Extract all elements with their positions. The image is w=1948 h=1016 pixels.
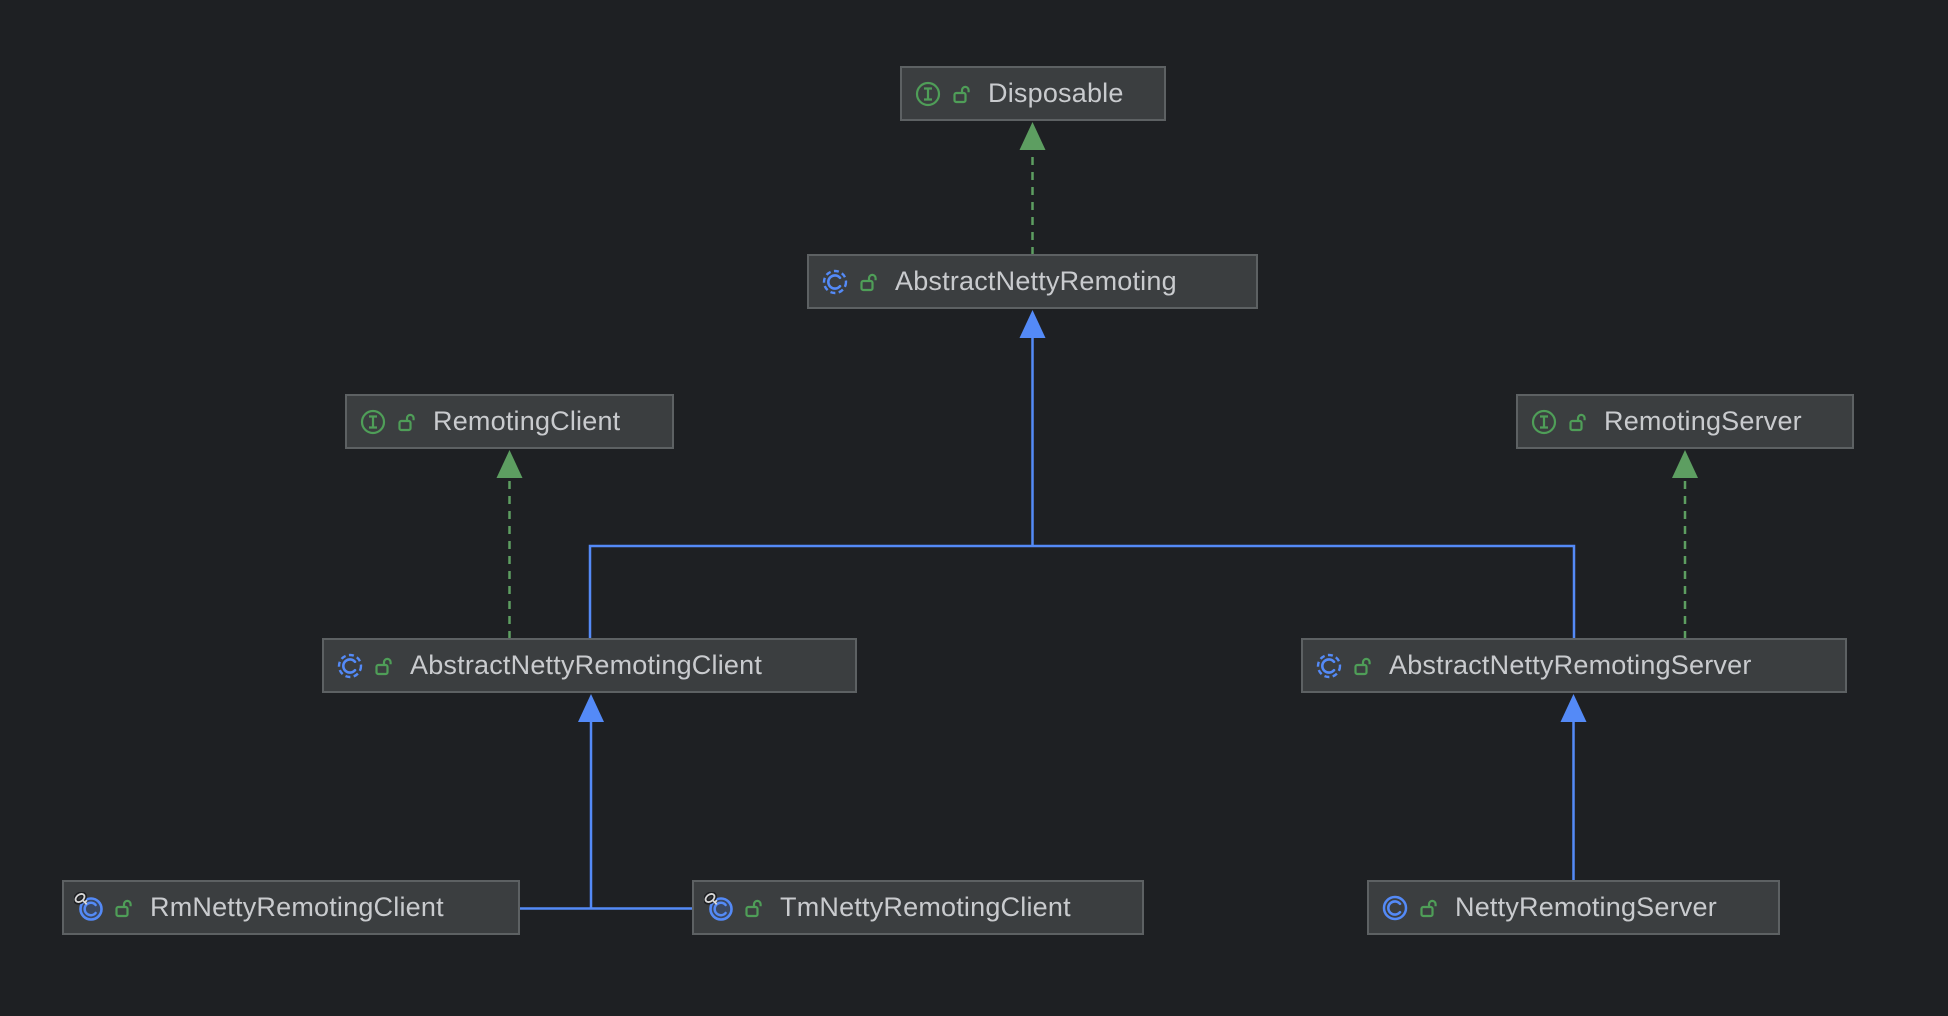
open-lock-icon	[1568, 411, 1588, 433]
interface-icon	[1528, 406, 1560, 438]
interface-icon	[357, 406, 389, 438]
key-overlay-icon	[74, 891, 88, 905]
class-name-label: TmNettyRemotingClient	[780, 892, 1071, 922]
implements-arrowhead	[496, 450, 523, 478]
class-node-abstract-netty-remoting-client[interactable]: AbstractNettyRemotingClient	[322, 638, 857, 693]
extends-edge-bus	[588, 544, 1576, 639]
class-node-remoting-server[interactable]: RemotingServer	[1516, 394, 1854, 449]
open-lock-icon	[859, 271, 879, 293]
open-lock-icon	[952, 83, 972, 105]
class-icon	[1379, 892, 1411, 924]
class-name-label: RemotingClient	[433, 406, 621, 436]
abstract-class-icon	[334, 650, 366, 682]
class-name-label: Disposable	[988, 78, 1124, 108]
class-node-disposable[interactable]: Disposable	[900, 66, 1166, 121]
class-node-remoting-client[interactable]: RemotingClient	[345, 394, 674, 449]
extends-arrowhead	[578, 694, 604, 722]
class-name-label: RmNettyRemotingClient	[150, 892, 444, 922]
class-name-label: RemotingServer	[1604, 406, 1802, 436]
extends-arrowhead	[1019, 310, 1046, 338]
open-lock-icon	[397, 411, 417, 433]
class-node-rm-netty-remoting-client[interactable]: RmNettyRemotingClient	[62, 880, 520, 935]
class-name-label: NettyRemotingServer	[1455, 892, 1717, 922]
implements-edges	[496, 122, 1698, 639]
implements-arrowhead	[1019, 122, 1046, 150]
class-node-abstract-netty-remoting[interactable]: AbstractNettyRemoting	[807, 254, 1258, 309]
extends-edges	[520, 310, 1587, 910]
open-lock-icon	[1353, 655, 1373, 677]
open-lock-icon	[744, 897, 764, 919]
class-name-label: AbstractNettyRemotingServer	[1389, 650, 1752, 680]
interface-icon	[912, 78, 944, 110]
class-node-tm-netty-remoting-client[interactable]: TmNettyRemotingClient	[692, 880, 1144, 935]
open-lock-icon	[1419, 897, 1439, 919]
open-lock-icon	[374, 655, 394, 677]
implements-arrowhead	[1672, 450, 1698, 478]
abstract-class-icon	[1313, 650, 1345, 682]
class-name-label: AbstractNettyRemotingClient	[410, 650, 763, 680]
abstract-class-icon	[819, 266, 851, 298]
class-name-label: AbstractNettyRemoting	[895, 266, 1177, 296]
key-overlay-icon	[704, 891, 718, 905]
class-icon-with-key-overlay	[704, 891, 736, 924]
open-lock-icon	[114, 897, 134, 919]
class-icon-with-key-overlay	[74, 891, 106, 924]
class-node-abstract-netty-remoting-server[interactable]: AbstractNettyRemotingServer	[1301, 638, 1847, 693]
class-node-netty-remoting-server[interactable]: NettyRemotingServer	[1367, 880, 1780, 935]
extends-arrowhead	[1560, 694, 1587, 722]
